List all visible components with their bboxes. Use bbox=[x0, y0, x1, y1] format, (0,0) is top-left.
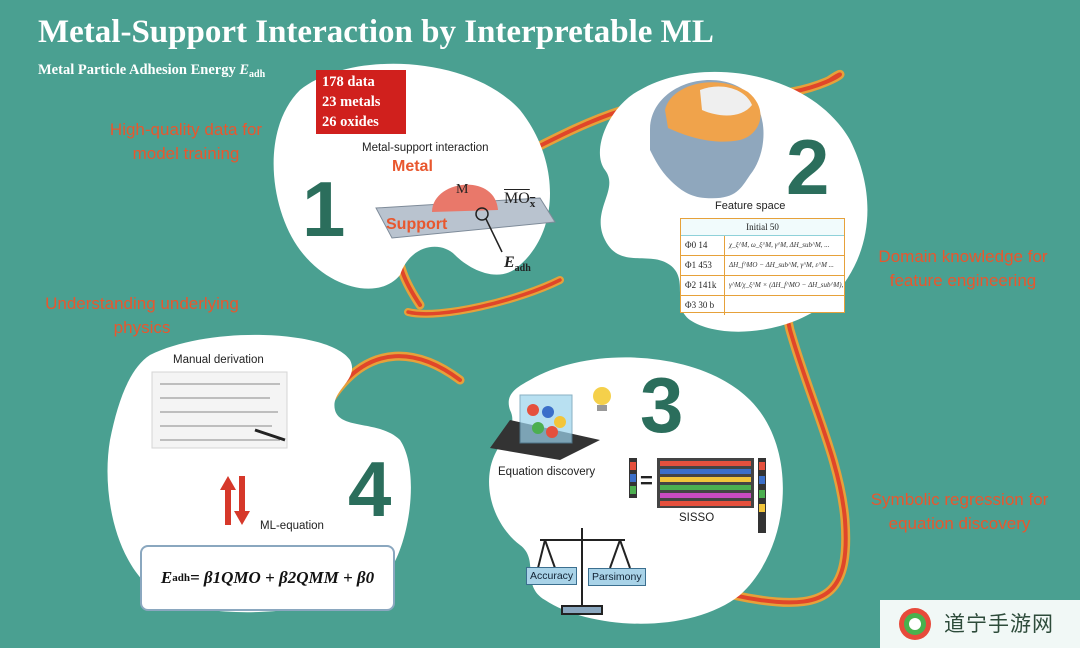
equals-sign: = bbox=[640, 468, 653, 493]
magnifier-icon bbox=[475, 207, 489, 221]
balance-scale-icon bbox=[537, 528, 631, 615]
step-4-annotation: Understanding underlying physics bbox=[45, 294, 239, 337]
watermark-logo-icon bbox=[880, 600, 1080, 648]
metal-label: Metal bbox=[392, 158, 433, 175]
sisso-label: SISSO bbox=[679, 512, 715, 524]
ai-head-icon bbox=[650, 80, 764, 199]
table-row: Φ2 141k γ^M/χ_ξ^M × (ΔH_f^MO − ΔH_sub^M)… bbox=[681, 276, 844, 296]
panel1-caption: Metal-support interaction bbox=[362, 142, 489, 154]
crystal-cube-icon bbox=[490, 394, 600, 460]
feature-table-header: Initial 50 bbox=[681, 219, 844, 236]
particle-letter: M bbox=[456, 182, 469, 197]
manual-derivation-sheet bbox=[151, 371, 288, 449]
panel4-caption-bottom: ML-equation bbox=[260, 520, 324, 532]
feature-space-table: Initial 50 Φ0 14 χ_ξ^M, ω_ξ^M, γ^M, ΔH_s… bbox=[680, 218, 845, 315]
dataset-summary-box: 178 data 23 metals 26 oxides bbox=[316, 70, 406, 134]
table-row: Φ1 453 ΔH_f^MO − ΔH_sub^M, γ^M, ε^M ... bbox=[681, 256, 844, 276]
step-number-1: 1 bbox=[302, 165, 346, 253]
table-row: Φ0 14 χ_ξ^M, ω_ξ^M, γ^M, ΔH_sub^M, ... bbox=[681, 236, 844, 256]
page-title: Metal-Support Interaction by Interpretab… bbox=[38, 14, 714, 50]
sisso-feature-bars bbox=[629, 458, 766, 533]
step-number-3: 3 bbox=[640, 361, 684, 449]
up-down-arrows-icon bbox=[220, 476, 250, 525]
watermark-text: 道宁手游网 bbox=[944, 613, 1054, 636]
page-subtitle: Metal Particle Adhesion Energy Eadh bbox=[38, 62, 266, 80]
lightbulb-icon bbox=[593, 387, 611, 411]
step-2-annotation: Domain knowledge for feature engineering bbox=[878, 247, 1048, 290]
support-label: Support bbox=[386, 216, 448, 233]
step-3-annotation: Symbolic regression for equation discove… bbox=[870, 490, 1049, 533]
table-row: Φ3 30 b bbox=[681, 296, 844, 315]
panel4-caption-top: Manual derivation bbox=[173, 354, 264, 366]
accuracy-label: Accuracy bbox=[526, 567, 578, 585]
panel3-caption: Equation discovery bbox=[498, 466, 596, 478]
parsimony-label: Parsimony bbox=[588, 568, 646, 586]
oxide-label: MOx bbox=[504, 190, 536, 211]
metal-particle bbox=[432, 184, 498, 212]
energy-label: Eadh bbox=[504, 254, 531, 275]
step-1-annotation: High-quality data for model training bbox=[109, 120, 263, 163]
metal-support-illustration bbox=[375, 184, 556, 253]
step-number-4: 4 bbox=[348, 445, 392, 533]
step-number-2: 2 bbox=[786, 123, 830, 211]
panel2-caption: Feature space bbox=[715, 200, 786, 212]
